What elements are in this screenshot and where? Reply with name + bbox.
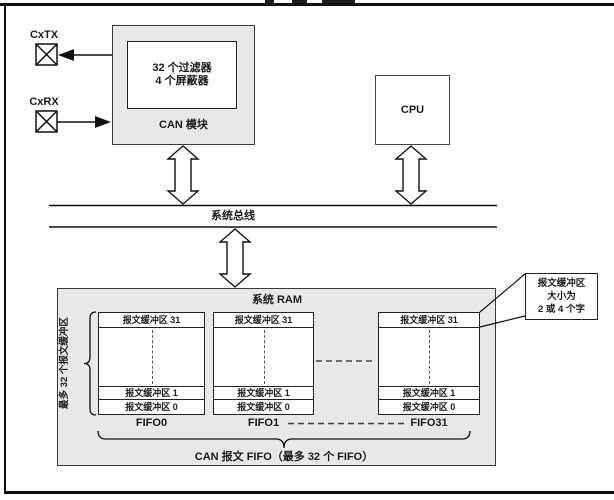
frame-top-rule — [0, 3, 614, 6]
buffer-row-0: 报文缓冲区 0 — [237, 402, 290, 412]
can-bus-double-arrow — [166, 145, 200, 205]
vertical-dash — [151, 330, 153, 384]
buffer-ellipsis-region — [214, 328, 313, 386]
bottom-brace — [97, 430, 471, 449]
vertical-dash — [263, 330, 265, 384]
cxtx-pin-label: CxTX — [29, 29, 59, 41]
rx-arrow — [57, 116, 111, 128]
cpu-bus-double-arrow — [394, 145, 428, 205]
frame-left-rule — [4, 3, 6, 493]
left-brace — [83, 311, 97, 416]
callout-line2: 大小为 — [547, 291, 576, 302]
bus-ram-double-arrow — [218, 228, 252, 288]
cpu-box: CPU — [375, 75, 450, 145]
fifo31-buffer-box: 报文缓冲区 31 报文缓冲区 1 报文缓冲区 0 — [378, 312, 480, 415]
buffer-row-1: 报文缓冲区 1 — [214, 386, 313, 400]
buffer-row-1: 报文缓冲区 1 — [379, 386, 479, 400]
system-bus-label: 系统总线 — [211, 210, 255, 222]
cropped-text-fragment — [322, 0, 355, 3]
cpu-label: CPU — [400, 103, 425, 116]
buffer-row-0: 报文缓冲区 0 — [125, 402, 178, 412]
can-module-label: CAN 模块 — [159, 119, 208, 131]
buffer-row-1: 报文缓冲区 1 — [99, 386, 204, 400]
fifo0-label: FIFO0 — [135, 417, 168, 429]
fifo1-buffer-box: 报文缓冲区 31 报文缓冲区 1 报文缓冲区 0 — [213, 312, 314, 415]
fifo31-label: FIFO31 — [410, 417, 448, 429]
vertical-dash — [429, 330, 430, 384]
cropped-text-fragment — [292, 0, 307, 3]
rx-pin-icon — [35, 110, 58, 133]
system-ram-label: 系统 RAM — [251, 294, 303, 306]
callout-line1: 报文缓冲区 — [537, 278, 586, 289]
cropped-text-fragment — [265, 0, 274, 3]
fifo0-buffer-box: 报文缓冲区 31 报文缓冲区 1 报文缓冲区 0 — [98, 312, 205, 415]
filter-mask-box: 32 个过滤器 4 个屏蔽器 — [127, 41, 237, 109]
buffer-ellipsis-region — [379, 328, 479, 386]
tx-pin-icon — [35, 43, 58, 66]
buffer-row-31: 报文缓冲区 31 — [99, 313, 204, 328]
mask-count-label: 4 个屏蔽器 — [155, 75, 209, 87]
callout-line3: 2 或 4 个字 — [538, 304, 585, 315]
buffer-size-callout-box: 报文缓冲区 大小为 2 或 4 个字 — [525, 273, 598, 320]
frame-bottom-rule — [4, 491, 614, 494]
callout-connector-lines — [479, 273, 526, 328]
buffer-row-31: 报文缓冲区 31 — [379, 313, 479, 328]
fifo1-label: FIFO1 — [247, 417, 280, 429]
buffer-row-0: 报文缓冲区 0 — [402, 402, 456, 412]
buffer-ellipsis-region — [99, 328, 204, 386]
cxrx-pin-label: CxRX — [29, 96, 59, 108]
can-fifo-caption: CAN 报文 FIFO（最多 32 个 FIFO） — [194, 451, 374, 463]
filter-count-label: 32 个过滤器 — [152, 62, 212, 74]
tx-arrow — [58, 49, 112, 61]
buffer-row-31: 报文缓冲区 31 — [214, 313, 313, 328]
system-bus-lines — [49, 204, 497, 228]
